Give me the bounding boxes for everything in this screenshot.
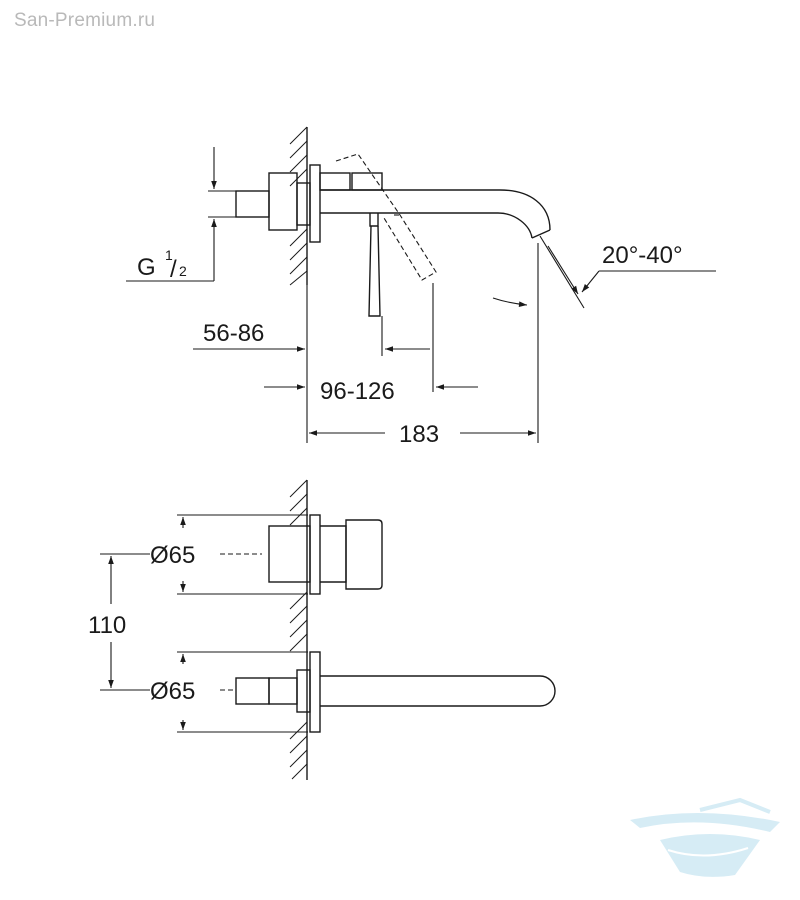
mounting-body	[268, 172, 298, 231]
upper-diameter-label: Ø65	[150, 542, 195, 569]
inlet-pipe	[235, 190, 270, 218]
inlet-pipe-front	[235, 677, 270, 705]
bathtub-logo	[630, 797, 780, 877]
lever-offset-label: 96-126	[320, 378, 395, 405]
wall-hatch-front	[289, 479, 308, 780]
spout-top	[320, 189, 551, 231]
angle-label: 20°-40°	[602, 242, 683, 269]
mixer-body-upper	[319, 172, 351, 191]
swing-arc	[492, 297, 528, 307]
wall-depth-label: 56-86	[203, 320, 264, 347]
thread-label: G	[137, 254, 156, 281]
angle-ray	[539, 235, 585, 309]
spout-front	[320, 675, 556, 707]
svg-text:/: /	[170, 256, 177, 283]
spout-bottom	[320, 212, 533, 239]
wall-flange-front	[296, 669, 311, 713]
thread-denominator: 2	[179, 263, 187, 279]
lever-handle	[368, 225, 381, 317]
front-view: Ø65 Ø65 110	[88, 479, 556, 780]
spacing-label: 110	[88, 612, 126, 639]
spout-plate-front	[309, 651, 321, 733]
wall-flange	[296, 182, 311, 226]
lever-neck	[369, 213, 379, 227]
mixer-cap-front	[320, 525, 347, 583]
side-view: G 1 / 2 20°-40° 56-86 96-126 183	[126, 126, 716, 448]
mixer-body-front	[268, 525, 311, 583]
mixer-plate-front	[309, 514, 321, 595]
wall-hatch-side	[289, 126, 308, 286]
thread-numerator: 1	[165, 247, 173, 263]
lever-rotated	[335, 153, 437, 281]
lower-diameter-label: Ø65	[150, 678, 195, 705]
mixer-knob-front	[345, 519, 383, 590]
cover-plate	[309, 164, 321, 243]
projection-label: 183	[399, 421, 439, 448]
spout-outlet	[531, 229, 551, 239]
site-watermark: San-Premium.ru	[14, 10, 156, 31]
